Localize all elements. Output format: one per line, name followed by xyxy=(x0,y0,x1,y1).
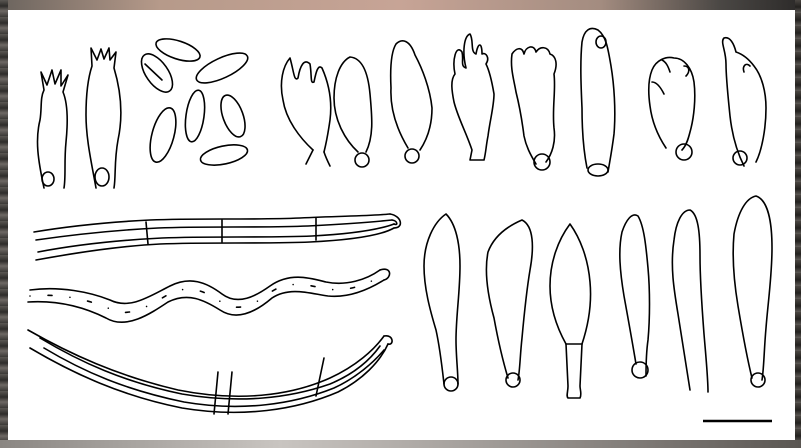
cheilocystidium-3 xyxy=(391,41,432,163)
cheilocystidium-7 xyxy=(649,58,695,161)
spore-7 xyxy=(199,141,250,169)
cheilocystidium-8 xyxy=(723,38,766,166)
line-drawing-plate xyxy=(8,10,795,440)
hypha-2 xyxy=(28,269,390,322)
cheilocystidium-2 xyxy=(334,57,372,167)
cheilocystidium-4 xyxy=(452,34,494,160)
cheilocystidium-1 xyxy=(281,58,330,166)
caulocystidium-6 xyxy=(733,196,772,387)
basidium-2 xyxy=(86,48,121,188)
spore-5 xyxy=(182,89,207,143)
basidium-1 xyxy=(37,70,68,188)
caulocystidia-group xyxy=(424,196,772,398)
cheilocystidium-6 xyxy=(581,29,615,177)
spores-group xyxy=(135,34,251,168)
basidia-group xyxy=(37,48,120,188)
spore-2 xyxy=(135,49,178,98)
spore-3 xyxy=(192,47,251,89)
photo-background-left xyxy=(0,0,8,448)
cheilocystidia-group xyxy=(281,29,766,177)
hyphae-group xyxy=(28,214,400,414)
caulocystidium-4 xyxy=(620,215,650,378)
microscopy-line-drawing xyxy=(8,10,795,440)
spore-6 xyxy=(216,92,250,140)
caulocystidium-5 xyxy=(672,210,708,392)
cheilocystidium-5 xyxy=(511,47,556,170)
hypha-3 xyxy=(28,330,392,414)
photo-background-bottom xyxy=(0,440,801,448)
caulocystidium-1 xyxy=(424,214,460,391)
spore-4 xyxy=(145,105,181,165)
caulocystidium-2 xyxy=(486,220,532,387)
hypha-1 xyxy=(34,214,400,260)
photo-background-top xyxy=(0,0,801,10)
photo-background-right xyxy=(795,0,801,448)
caulocystidium-3 xyxy=(550,224,591,398)
